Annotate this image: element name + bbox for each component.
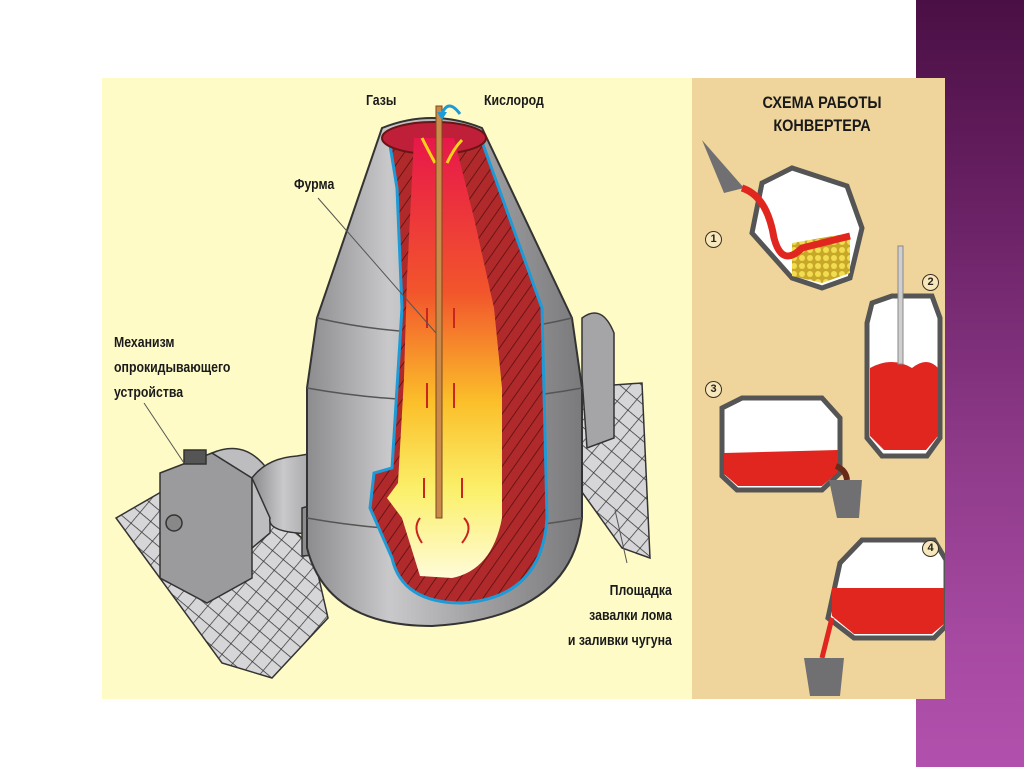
flow-arrows bbox=[415, 308, 470, 544]
converter-illustration bbox=[114, 104, 945, 696]
tilt-mechanism-label-line-3: устройства bbox=[114, 384, 184, 401]
step-4-slag-illustration bbox=[804, 537, 945, 696]
lance-label: Фурма bbox=[294, 176, 335, 193]
oxygen-label: Кислород bbox=[484, 92, 544, 109]
oxygen-lance bbox=[435, 105, 443, 519]
scheme-title-line-2: КОНВЕРТЕРА bbox=[773, 116, 871, 135]
platform-label-line-2: завалки лома bbox=[589, 607, 672, 624]
tilt-mechanism-label-line-1: Механизм bbox=[114, 334, 175, 351]
step-number-1: 1 bbox=[705, 231, 722, 248]
gases-label: Газы bbox=[366, 92, 397, 109]
gas-arrows bbox=[420, 137, 464, 164]
oxygen-arrow-icon bbox=[440, 104, 462, 115]
step-1-charging-illustration bbox=[702, 140, 865, 291]
scheme-title-line-1: СХЕМА РАБОТЫ bbox=[762, 93, 882, 112]
platform-label-line-1: Площадка bbox=[609, 582, 672, 599]
step-2-blowing-illustration bbox=[864, 245, 943, 459]
converter-diagram-panel: Газы Кислород Фурма Механизм опрокидываю… bbox=[102, 78, 945, 699]
step-number-3: 3 bbox=[705, 381, 722, 398]
step-number-4: 4 bbox=[922, 540, 939, 557]
step-number-2: 2 bbox=[922, 274, 939, 291]
molten-interior bbox=[387, 138, 502, 578]
tilt-mechanism-label-line-2: опрокидывающего bbox=[114, 359, 231, 376]
step-3-tapping-illustration bbox=[719, 395, 862, 518]
platform-label-line-3: и заливки чугуна bbox=[567, 632, 672, 649]
